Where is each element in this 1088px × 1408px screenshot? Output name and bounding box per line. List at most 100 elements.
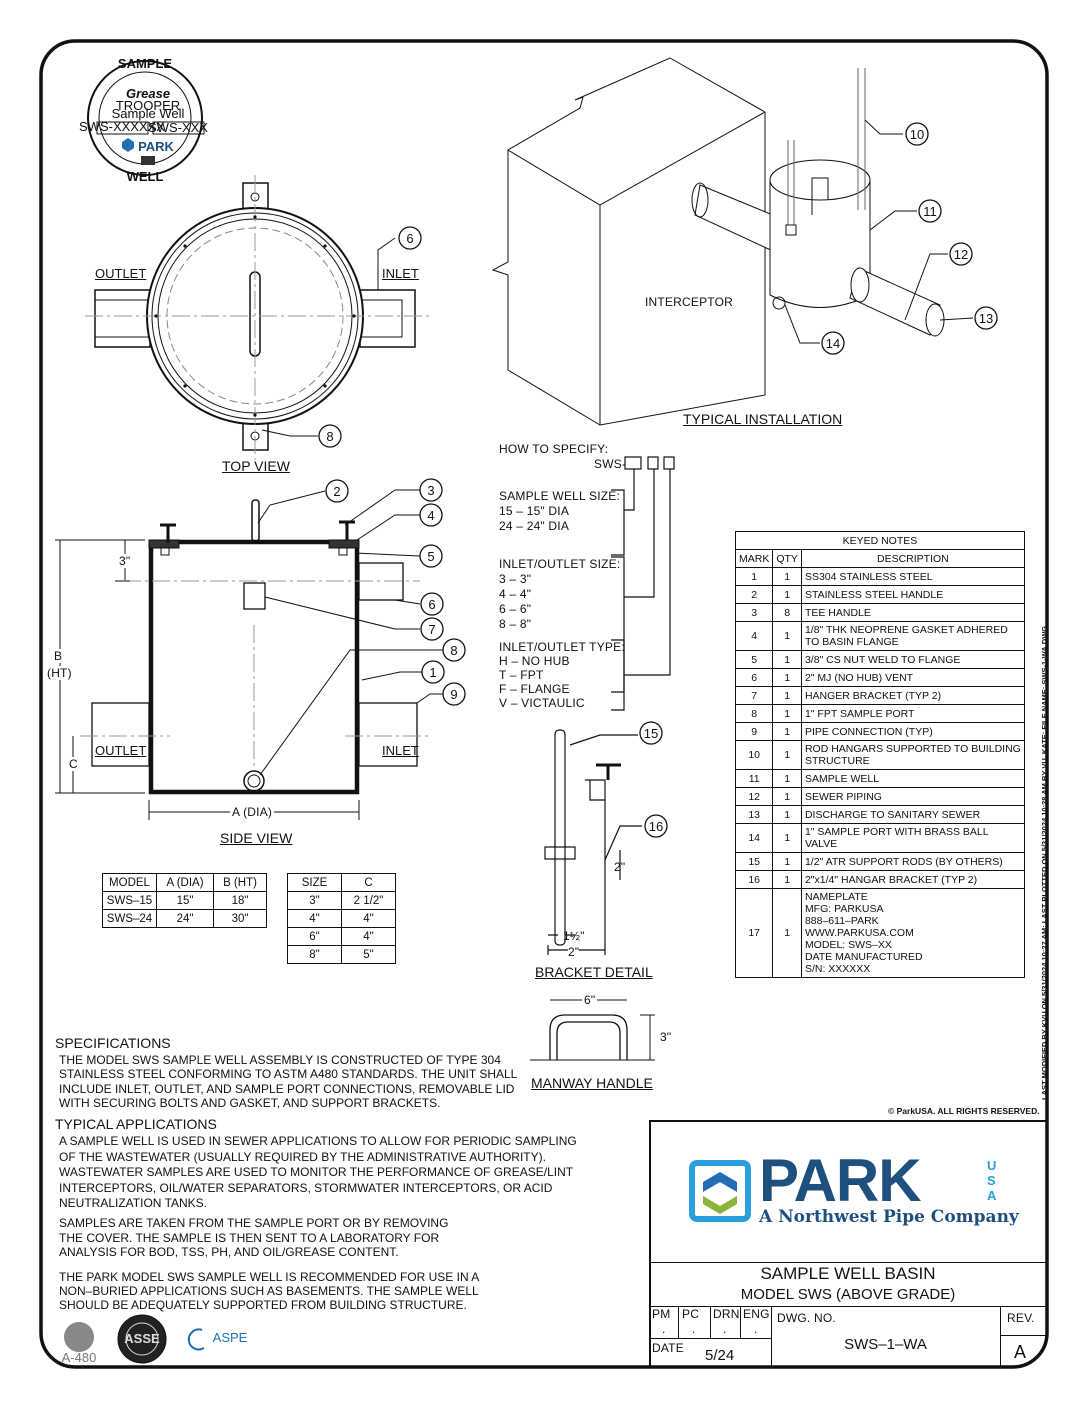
park-logo-text: PARK [759,1147,922,1214]
description-cell: 1/2" ATR SUPPORT RODS (BY OTHERS) [800,852,1025,871]
qty-cell: 1 [772,567,802,586]
io-size-title: INLET/OUTLET SIZE: [499,557,621,571]
text-line: SAMPLES ARE TAKEN FROM THE SAMPLE PORT O… [59,1216,449,1230]
mark-cell: 4 [734,621,774,651]
manway-width: 6" [582,993,598,1007]
svg-text:WELL: WELL [127,169,164,184]
cell: SWS–15 [102,891,157,910]
mark-cell: 7 [734,686,774,705]
header-cell: B (HT) [213,873,267,892]
side-view-drawing [55,489,443,820]
qty-cell: 8 [772,603,802,622]
eng-value: . [754,1322,758,1336]
description-cell: SEWER PIPING [800,787,1025,806]
description-cell: STAINLESS STEEL HANDLE [800,585,1025,604]
applications-title: TYPICAL APPLICATIONS [55,1116,217,1132]
interceptor-label: INTERCEPTOR [645,295,733,309]
io-size-option: 3 – 3" [499,572,532,586]
mark-cell: 1 [734,567,774,586]
mark-cell: 3 [734,603,774,622]
description-cell: PIPE CONNECTION (TYP) [800,722,1025,741]
rev-value: A [1014,1342,1027,1362]
callout-6: 6 [428,597,435,612]
applications-p3: THE PARK MODEL SWS SAMPLE WELL IS RECOMM… [59,1270,479,1312]
callout-15: 15 [644,726,658,741]
installation-title: TYPICAL INSTALLATION [683,411,843,427]
svg-text:TROOPER: TROOPER [116,98,180,113]
io-type-option: F – FLANGE [499,682,570,696]
mark-cell: 8 [734,704,774,723]
qty-cell: 1 [772,823,802,853]
size-option: 24 – 24" DIA [499,519,570,533]
description-cell: TEE HANDLE [800,603,1025,622]
callout-1: 1 [429,665,436,680]
side-view-inlet-label: INLET [382,743,419,758]
qty-cell: 1 [772,722,802,741]
astm-logo [64,1322,94,1352]
cell: 3" [287,891,342,910]
svg-text:Grease: Grease [126,86,170,101]
cell: 6" [287,927,342,946]
io-size-option: 6 – 6" [499,602,532,616]
qty-cell: 1 [772,585,802,604]
typical-installation-drawing [491,57,974,426]
description-cell: SAMPLE WELL [800,769,1025,788]
description-cell: SS304 STAINLESS STEEL [800,567,1025,586]
dim-3in: 3" [119,554,131,568]
qty-cell: 1 [772,621,802,651]
drn-label: DRN [713,1307,740,1321]
how-to-specify-title: HOW TO SPECIFY: [499,442,609,456]
date-value: 5/24 [705,1347,735,1364]
applications-p2: SAMPLES ARE TAKEN FROM THE SAMPLE PORT O… [59,1216,448,1260]
svg-text:ASSE: ASSE [124,1331,160,1346]
manway-handle-drawing [530,999,655,1061]
text-line: THE COVER. THE SAMPLE IS THEN SENT TO A … [59,1230,440,1245]
nameplate-logo: SAMPLE WELL Grease TROOPER Sample Well S… [79,56,208,184]
top-view-outlet-label: OUTLET [95,266,147,281]
keyed-notes-title: KEYED NOTES [735,531,1025,550]
drawing-title: SAMPLE WELL BASIN [760,1264,936,1283]
drn-value: . [723,1322,727,1336]
mark-cell: 5 [734,650,774,669]
mark-cell: 11 [734,769,774,788]
svg-text:SWS-XXX: SWS-XXX [148,120,208,135]
text-line: WITH SECURING BOLTS AND GASKET, AND SUPP… [59,1095,441,1110]
header-cell: SIZE [287,873,342,892]
qty-cell: 1 [772,805,802,824]
svg-text:ASPE: ASPE [213,1330,248,1345]
header-cell: DESCRIPTION [800,549,1025,568]
callout-3: 3 [427,483,434,498]
park-logo-mark [689,1160,751,1222]
cell: 5" [341,945,396,964]
cell: SWS–24 [102,909,157,928]
qty-cell: 1 [772,888,802,978]
dwg-no-label: DWG. NO. [777,1311,836,1325]
dim-c: C [69,757,78,771]
text-line: ANALYSIS FOR BOD, TSS, PH, AND OIL/GREAS… [59,1245,399,1259]
qty-cell: 1 [772,686,802,705]
manway-height: 3" [660,1030,672,1044]
dim-a: A (DIA) [230,805,275,819]
description-cell: ROD HANGARS SUPPORTED TO BUILDING STRUCT… [800,740,1025,770]
cell: 4" [341,909,396,928]
cell: 4" [341,927,396,946]
cell: 18" [213,891,267,910]
bracket-dim-2in-b: 2" [568,945,580,959]
applications-p1: A SAMPLE WELL IS USED IN SEWER APPLICATI… [59,1134,577,1212]
mark-cell: 16 [734,870,774,889]
callout-10: 10 [910,127,924,142]
specify-brackets [611,456,675,711]
cell: 4" [287,909,342,928]
pc-value: . [692,1322,696,1336]
description-cell: 1" SAMPLE PORT WITH BRASS BALL VALVE [800,823,1025,853]
header-cell: MARK [734,549,774,568]
cell: 24" [156,909,214,928]
callout-numbers: 2 3 4 5 6 7 8 1 9 6 8 10 11 12 13 14 15 … [326,127,993,834]
callout-16: 16 [649,819,663,834]
mark-cell: 10 [734,740,774,770]
